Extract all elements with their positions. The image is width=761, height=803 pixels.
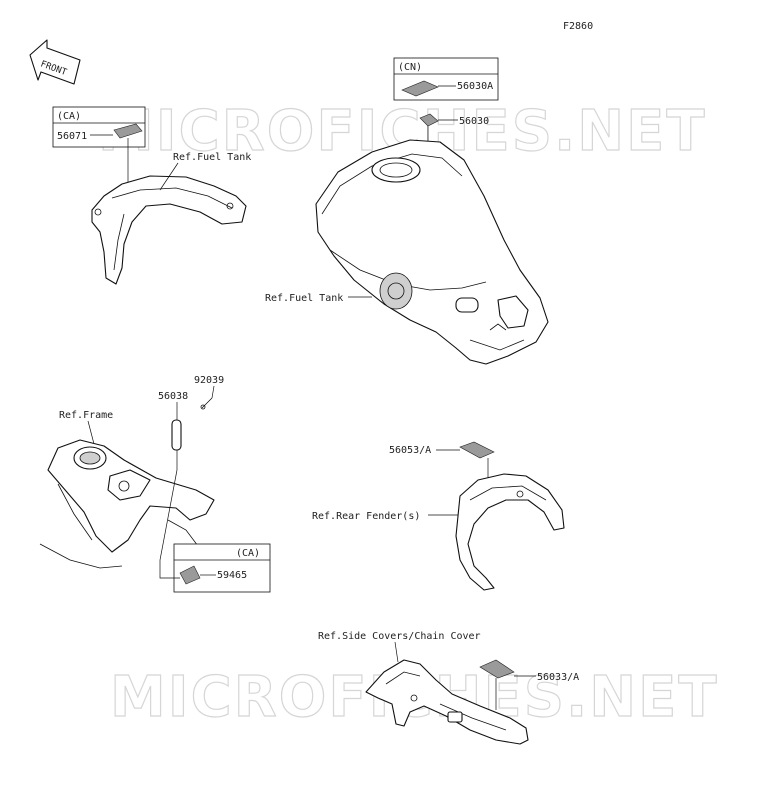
decal-56033a	[479, 659, 515, 679]
part-92039-clip	[200, 397, 213, 410]
decal-56030a	[401, 80, 439, 97]
part-59465-label: 59465	[217, 570, 247, 581]
part-56030-label: 56030	[459, 116, 489, 127]
ca-tag-1: (CA)	[57, 111, 81, 122]
ref-rear-fender-label: Ref.Rear Fender(s)	[312, 511, 420, 522]
decal-56071	[113, 123, 143, 139]
ref-side-covers-label: Ref.Side Covers/Chain Cover	[318, 631, 481, 642]
part-56038-label: 56038	[158, 391, 188, 402]
fuel-tank-cover-part	[91, 175, 247, 285]
chain-cover-part	[365, 659, 529, 745]
ca-box-59465: (CA) 59465	[173, 543, 271, 593]
frame-part	[39, 439, 215, 569]
part-56030a-label: 56030A	[457, 81, 493, 92]
part-56053a-label: 56053/A	[389, 445, 431, 456]
part-92039-label: 92039	[194, 375, 224, 386]
fuel-tank-part	[315, 139, 549, 365]
ref-frame-label: Ref.Frame	[59, 410, 113, 421]
decal-56030	[419, 113, 439, 127]
rear-fender-part	[455, 473, 565, 591]
ref-fuel-tank-label-2: Ref.Fuel Tank	[265, 293, 343, 304]
decal-56053a	[459, 441, 495, 459]
cn-tag: (CN)	[398, 62, 422, 73]
ca-tag-2: (CA)	[236, 548, 260, 559]
part-56038-strip	[171, 419, 182, 451]
cn-box-56030a: (CN) 56030A	[393, 57, 499, 101]
part-56071-label: 56071	[57, 131, 87, 142]
ref-fuel-tank-label-1: Ref.Fuel Tank	[173, 152, 251, 163]
ca-box-56071: (CA) 56071	[52, 106, 146, 182]
decal-59465	[179, 565, 201, 585]
diagram-id: F2860	[563, 21, 593, 32]
front-arrow-icon: FRONT	[29, 39, 81, 85]
part-56033a-label: 56033/A	[537, 672, 579, 683]
